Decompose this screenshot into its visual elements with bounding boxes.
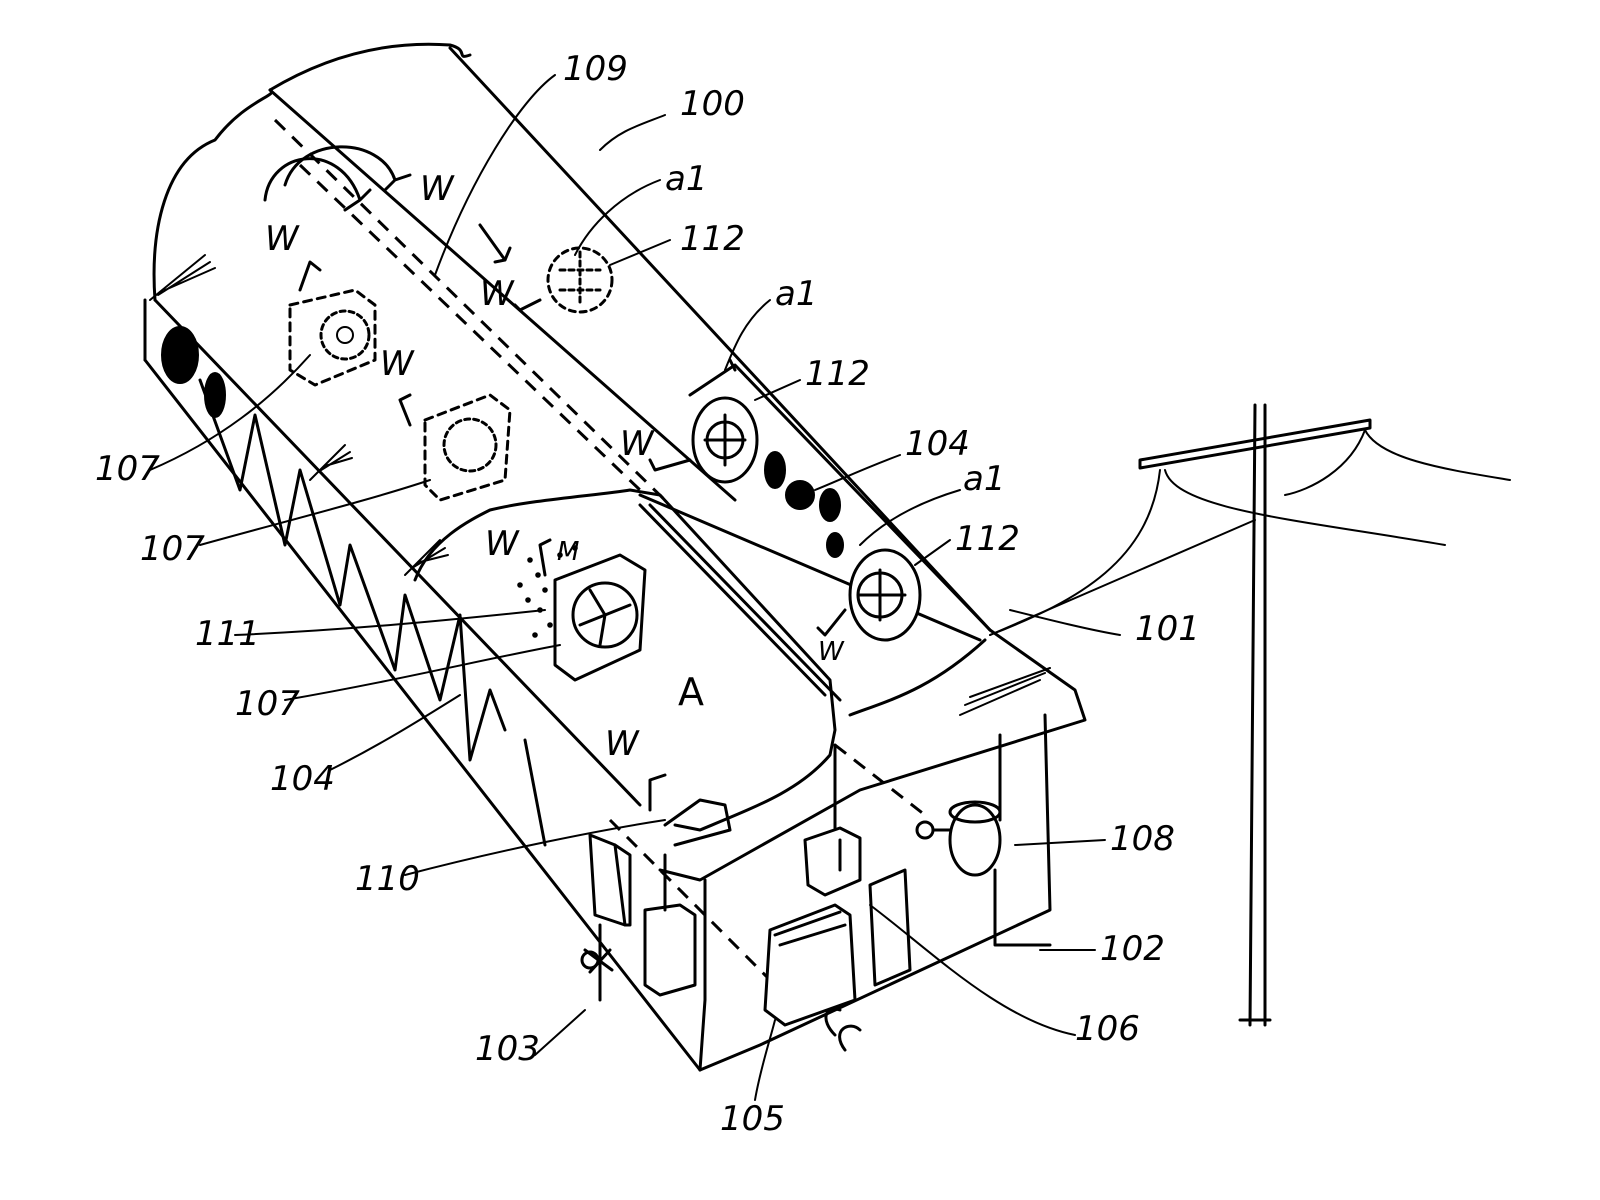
ridge-duct-dashed-3 — [835, 745, 925, 815]
front-wall-right — [700, 715, 1050, 1070]
label-112-mid: 112 — [805, 354, 870, 394]
label-W-3: W — [480, 274, 515, 314]
wall-texture-right — [765, 452, 843, 557]
wall-box-left — [590, 835, 630, 925]
label-104-left: 104 — [270, 759, 335, 799]
motor-108 — [917, 802, 1050, 945]
front-wall — [700, 880, 705, 1070]
skylight-inner — [640, 505, 840, 700]
label-M: M — [557, 537, 579, 567]
label-104-right: 104 — [905, 424, 970, 464]
fan-112-mid — [693, 398, 757, 482]
label-102: 102 — [1100, 929, 1165, 969]
fan-unit-107-top — [290, 290, 375, 385]
label-W-6: W — [485, 524, 520, 564]
wall-zigzag-lower — [525, 740, 545, 845]
label-W-4: W — [380, 344, 415, 384]
utility-pole — [1140, 405, 1370, 1025]
label-a1-low: a1 — [963, 459, 1005, 499]
label-111: 111 — [195, 614, 260, 654]
label-W-7: W — [818, 637, 845, 667]
label-W-5: W — [620, 424, 655, 464]
fan-112-low — [850, 550, 920, 640]
label-110: 110 — [355, 859, 420, 899]
power-lines — [990, 430, 1510, 635]
roof-right-edge — [450, 48, 990, 630]
fan-112-top — [548, 248, 612, 312]
label-A: A — [678, 670, 704, 714]
label-W-8: W — [605, 724, 640, 764]
label-108: 108 — [1110, 819, 1175, 859]
control-box-106 — [805, 745, 860, 895]
label-112-top: 112 — [680, 219, 745, 259]
door — [870, 870, 910, 985]
label-107-low: 107 — [235, 684, 300, 724]
label-107-mid: 107 — [140, 529, 205, 569]
wall-texture-left — [162, 327, 225, 417]
label-112-low: 112 — [955, 519, 1020, 559]
fan-unit-107-mid — [425, 395, 510, 500]
label-105: 105 — [720, 1099, 785, 1139]
skylight-outline — [415, 490, 835, 830]
label-100: 100 — [680, 84, 745, 124]
fan-unit-107-low — [555, 555, 645, 680]
label-103: 103 — [475, 1029, 540, 1069]
label-a1-top: a1 — [665, 159, 707, 199]
label-106: 106 — [1075, 1009, 1140, 1049]
ridge-duct-dashed-2 — [300, 165, 640, 490]
label-107-top: 107 — [95, 449, 160, 489]
skylight-right-rim — [850, 640, 985, 715]
label-109: 109 — [563, 49, 628, 89]
label-W-1: W — [420, 169, 455, 209]
label-W-2: W — [265, 219, 300, 259]
label-a1-mid: a1 — [775, 274, 817, 314]
label-101: 101 — [1135, 609, 1200, 649]
front-gable — [660, 630, 1085, 880]
